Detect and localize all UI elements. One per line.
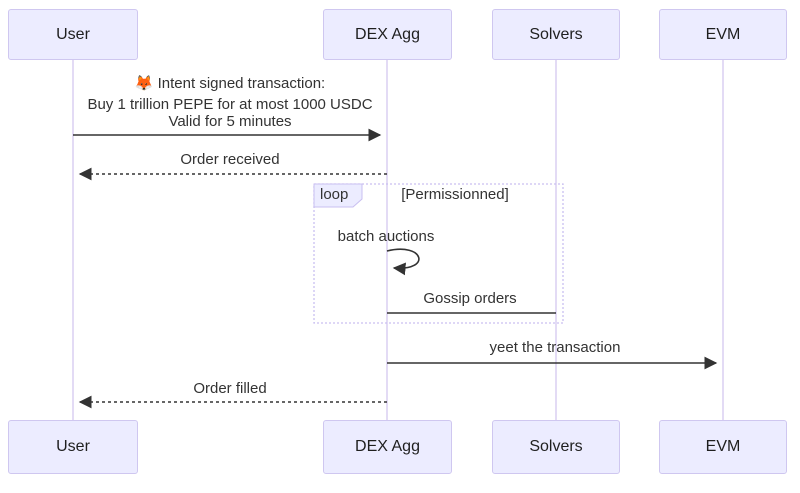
- actor-bottom-user: User: [8, 420, 138, 474]
- actor-label: EVM: [705, 438, 741, 455]
- loop-label-tab: [313, 183, 363, 208]
- message-intent-line-2: Buy 1 trillion PEPE for at most 1000 USD…: [87, 96, 373, 113]
- message-order-received: Order received: [180, 151, 280, 168]
- actor-label: User: [56, 438, 90, 455]
- message-intent-line-1: 🦊 Intent signed transaction:: [134, 75, 326, 92]
- actor-label: EVM: [705, 25, 741, 43]
- message-intent-line-3: Valid for 5 minutes: [168, 113, 292, 130]
- message-yeet-transaction: yeet the transaction: [489, 339, 621, 356]
- actor-label: User: [56, 25, 90, 43]
- actor-top-dex-agg: DEX Agg: [323, 9, 452, 60]
- actor-bottom-solvers: Solvers: [492, 420, 620, 474]
- actor-top-solvers: Solvers: [492, 9, 620, 60]
- actor-bottom-dex-agg: DEX Agg: [323, 420, 452, 474]
- actor-label: Solvers: [529, 438, 583, 455]
- arrow-batch-auctions-selfloop: [386, 248, 420, 276]
- loop-frame: [313, 183, 564, 324]
- actor-label: Solvers: [529, 25, 583, 43]
- loop-condition-label: [Permissionned]: [401, 186, 509, 203]
- actor-label: DEX Agg: [355, 438, 420, 455]
- actor-top-user: User: [8, 9, 138, 60]
- message-batch-auctions: batch auctions: [337, 228, 435, 245]
- message-order-filled: Order filled: [193, 380, 267, 397]
- message-gossip-orders: Gossip orders: [423, 290, 517, 307]
- loop-keyword-label: loop: [320, 186, 349, 203]
- actor-top-evm: EVM: [659, 9, 787, 60]
- actor-label: DEX Agg: [355, 25, 420, 43]
- actor-bottom-evm: EVM: [659, 420, 787, 474]
